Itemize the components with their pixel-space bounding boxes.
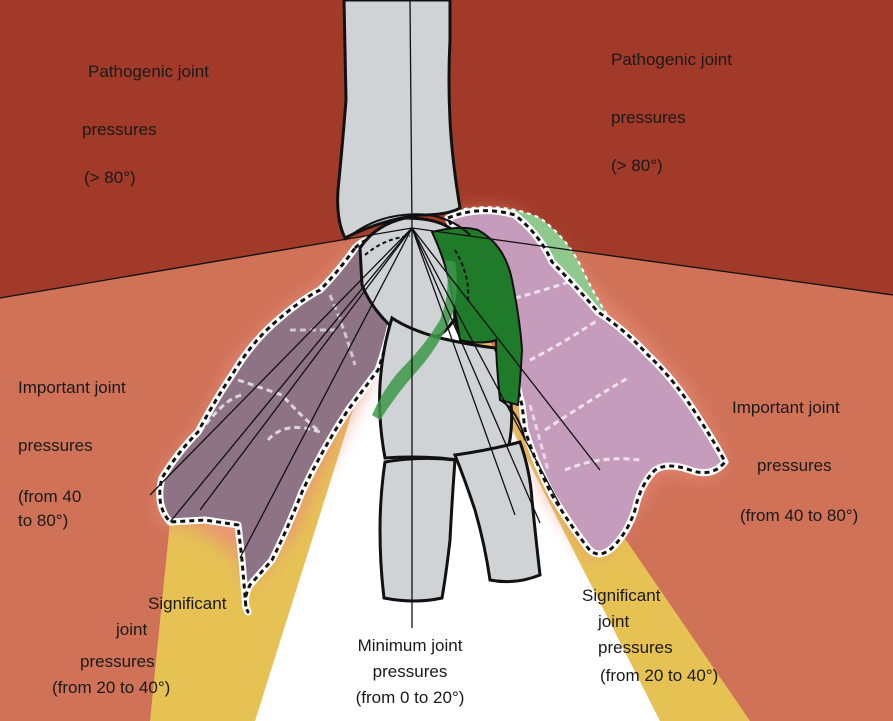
significant-right-line2: joint <box>598 612 629 632</box>
significant-left-line3: pressures <box>80 652 155 672</box>
significant-right-line1: Significant <box>582 586 660 606</box>
important-left-line2: pressures <box>18 436 93 456</box>
important-left-line4: to 80°) <box>18 511 68 531</box>
important-right-line3: (from 40 to 80°) <box>740 506 858 526</box>
pathogenic-right-line2: pressures <box>611 108 686 128</box>
minimum-line2: pressures <box>320 662 500 682</box>
pathogenic-left-line3: (> 80°) <box>84 168 136 188</box>
significant-left-line4: (from 20 to 40°) <box>52 678 170 698</box>
significant-right-line4: (from 20 to 40°) <box>600 666 718 686</box>
important-right-line2: pressures <box>757 456 832 476</box>
important-right-line1: Important joint <box>732 398 840 418</box>
pathogenic-left-line2: pressures <box>82 120 157 140</box>
significant-left-line2: joint <box>116 620 147 640</box>
pathogenic-right-line1: Pathogenic joint <box>611 50 732 70</box>
important-left-line1: Important joint <box>18 378 126 398</box>
significant-left-line1: Significant <box>148 594 226 614</box>
significant-right-line3: pressures <box>598 638 673 658</box>
minimum-line3: (from 0 to 20°) <box>320 688 500 708</box>
pathogenic-left-line1: Pathogenic joint <box>88 62 209 82</box>
minimum-line1: Minimum joint <box>320 636 500 656</box>
important-left-line3: (from 40 <box>18 487 81 507</box>
pathogenic-right-line3: (> 80°) <box>611 156 663 176</box>
